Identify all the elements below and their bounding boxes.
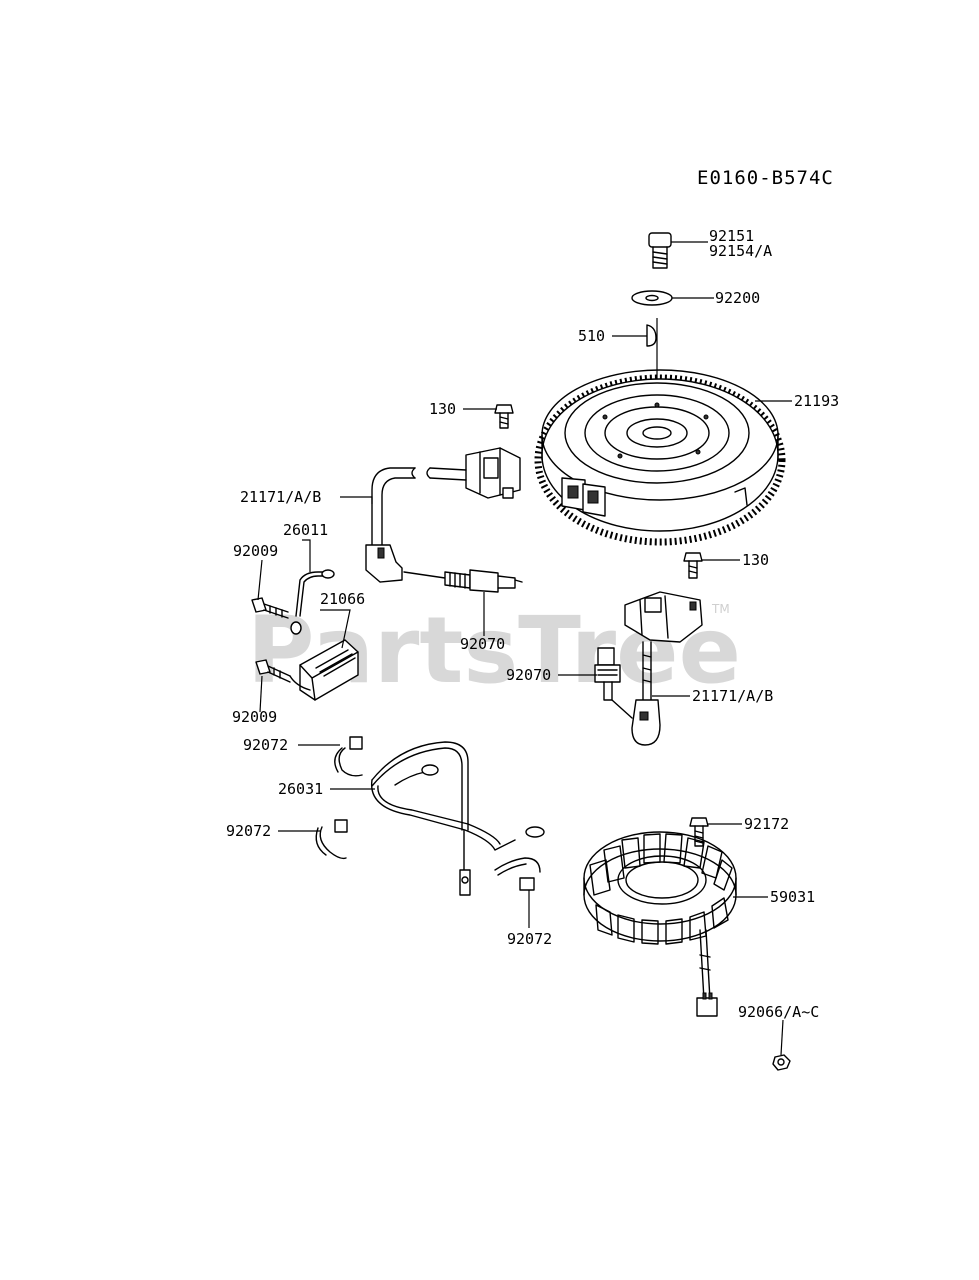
stator[interactable] (583, 831, 737, 1017)
label-130-top[interactable]: 130 (429, 400, 456, 418)
voltage-regulator[interactable] (289, 639, 359, 701)
stator-bolt[interactable] (689, 817, 709, 847)
wiring-harness[interactable] (370, 741, 545, 896)
diagram-code: E0160-B574C (697, 167, 834, 189)
label-92066[interactable]: 92066/A~C (738, 1003, 819, 1021)
flywheel-key[interactable] (646, 324, 657, 347)
spark-plug-upper[interactable] (403, 569, 523, 593)
label-26031[interactable]: 26031 (278, 780, 323, 798)
wire-clip-1[interactable] (334, 736, 363, 777)
label-92072-1[interactable]: 92072 (243, 736, 288, 754)
label-510[interactable]: 510 (578, 327, 605, 345)
label-92070-mid[interactable]: 92070 (506, 666, 551, 684)
flywheel-washer[interactable] (631, 290, 673, 306)
label-26011[interactable]: 26011 (283, 521, 328, 539)
ground-wire[interactable] (290, 569, 335, 635)
wire-clip-3[interactable] (494, 857, 541, 891)
label-59031[interactable]: 59031 (770, 888, 815, 906)
watermark-trademark: TM (711, 602, 730, 616)
label-21066[interactable]: 21066 (320, 590, 365, 608)
wire-clip-2[interactable] (315, 819, 348, 860)
label-92009-bottom[interactable]: 92009 (232, 708, 277, 726)
coil-bolt-right[interactable] (683, 552, 703, 579)
label-21171-top[interactable]: 21171/A/B (240, 488, 321, 506)
ignition-coil-upper[interactable] (365, 447, 521, 583)
label-92151[interactable]: 92151 (709, 227, 754, 245)
label-92200[interactable]: 92200 (715, 289, 760, 307)
part-labels: 92151 92154/A 92200 510 21193 130 21171/… (226, 227, 839, 1021)
flywheel[interactable] (534, 369, 786, 546)
label-92072-3[interactable]: 92072 (507, 930, 552, 948)
ignition-coil-lower[interactable] (624, 591, 703, 746)
label-21171-right[interactable]: 21171/A/B (692, 687, 773, 705)
flywheel-bolt[interactable] (648, 232, 672, 269)
spark-plug-lower[interactable] (594, 647, 633, 719)
label-92154[interactable]: 92154/A (709, 242, 772, 260)
label-92009-top[interactable]: 92009 (233, 542, 278, 560)
coil-bolt-top[interactable] (494, 404, 514, 429)
label-21193[interactable]: 21193 (794, 392, 839, 410)
regulator-bolt-bottom[interactable] (255, 659, 291, 683)
label-92070-left[interactable]: 92070 (460, 635, 505, 653)
label-92072-2[interactable]: 92072 (226, 822, 271, 840)
label-92172[interactable]: 92172 (744, 815, 789, 833)
leader-lines (257, 241, 792, 1056)
label-130-right[interactable]: 130 (742, 551, 769, 569)
stator-nut[interactable] (772, 1054, 791, 1071)
